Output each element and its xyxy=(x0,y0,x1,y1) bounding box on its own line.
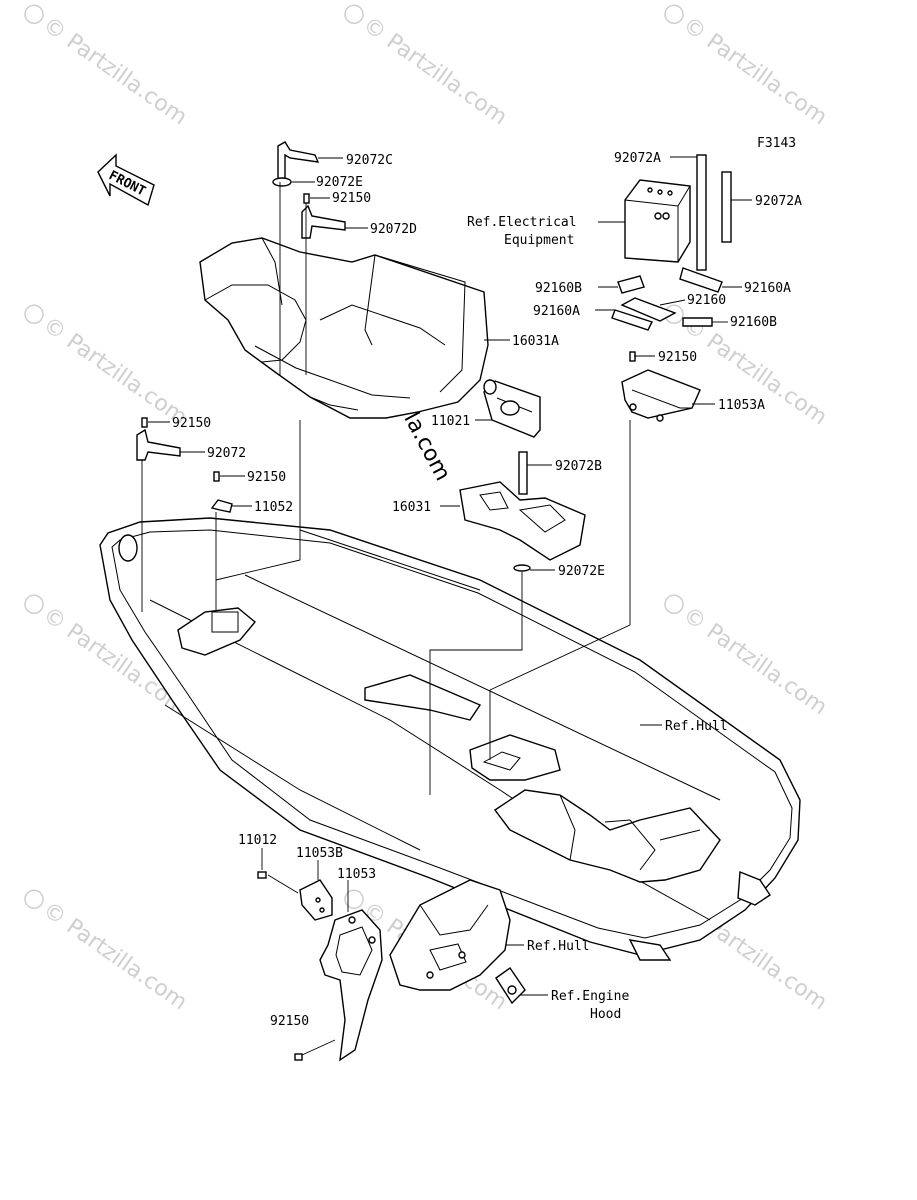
label-11012: 11012 xyxy=(238,833,277,848)
battery-case-11053a xyxy=(621,369,701,422)
part-labels: 92072C 92072E 92150 92072D 16031A 92150 … xyxy=(172,151,802,1029)
svg-text:© Partzilla.com: © Partzilla.com xyxy=(678,602,831,720)
engine-bracket-assembly xyxy=(257,871,526,1062)
battery-pads xyxy=(611,267,723,331)
label-16031a: 16031A xyxy=(512,334,559,349)
straps-upper xyxy=(136,141,636,572)
label-equipment: Equipment xyxy=(504,233,574,248)
label-11053: 11053 xyxy=(337,867,376,882)
storage-tray-16031a xyxy=(199,237,489,419)
label-92072b: 92072B xyxy=(555,459,602,474)
label-92160a-2: 92160A xyxy=(533,304,580,319)
label-ref-engine: Ref.Engine xyxy=(551,989,629,1004)
leader-lines xyxy=(141,156,752,1056)
label-92072a-1: 92072A xyxy=(614,151,661,166)
label-92150-bottom: 92150 xyxy=(270,1014,309,1029)
label-16031: 16031 xyxy=(392,500,431,515)
label-92072: 92072 xyxy=(207,446,246,461)
battery xyxy=(624,154,732,271)
label-92072e-mid: 92072E xyxy=(558,564,605,579)
label-ref-hull-1: Ref.Hull xyxy=(665,719,728,734)
label-11053a: 11053A xyxy=(718,398,765,413)
svg-text:© Partzilla.com: © Partzilla.com xyxy=(38,897,191,1015)
figure-code: F3143 xyxy=(757,136,796,151)
label-92160b-2: 92160B xyxy=(730,315,777,330)
label-ref-electrical: Ref.Electrical xyxy=(467,215,577,230)
label-92072c: 92072C xyxy=(346,153,393,168)
label-11052: 11052 xyxy=(254,500,293,515)
label-92160: 92160 xyxy=(687,293,726,308)
label-92150-top: 92150 xyxy=(332,191,371,206)
cup-holder-11021 xyxy=(483,379,541,438)
front-arrow-icon: FRONT xyxy=(97,153,155,207)
hull xyxy=(99,517,801,961)
label-92160a-1: 92160A xyxy=(744,281,791,296)
label-ref-hull-2: Ref.Hull xyxy=(527,939,590,954)
svg-text:© Partzilla.com: © Partzilla.com xyxy=(678,12,831,130)
label-92072d: 92072D xyxy=(370,222,417,237)
label-92150-left: 92150 xyxy=(172,416,211,431)
label-11053b: 11053B xyxy=(296,846,343,861)
svg-text:© Partzilla.com: © Partzilla.com xyxy=(38,312,191,430)
label-92150-mid: 92150 xyxy=(247,470,286,485)
svg-text:© Partzilla.com: © Partzilla.com xyxy=(358,12,511,130)
label-92072a-2: 92072A xyxy=(755,194,802,209)
storage-box-16031 xyxy=(459,451,586,561)
label-11021: 11021 xyxy=(431,414,470,429)
label-92150-right: 92150 xyxy=(658,350,697,365)
label-92072e-top: 92072E xyxy=(316,175,363,190)
svg-text:© Partzilla.com: © Partzilla.com xyxy=(38,12,191,130)
label-hood: Hood xyxy=(590,1007,621,1022)
label-92160b-1: 92160B xyxy=(535,281,582,296)
